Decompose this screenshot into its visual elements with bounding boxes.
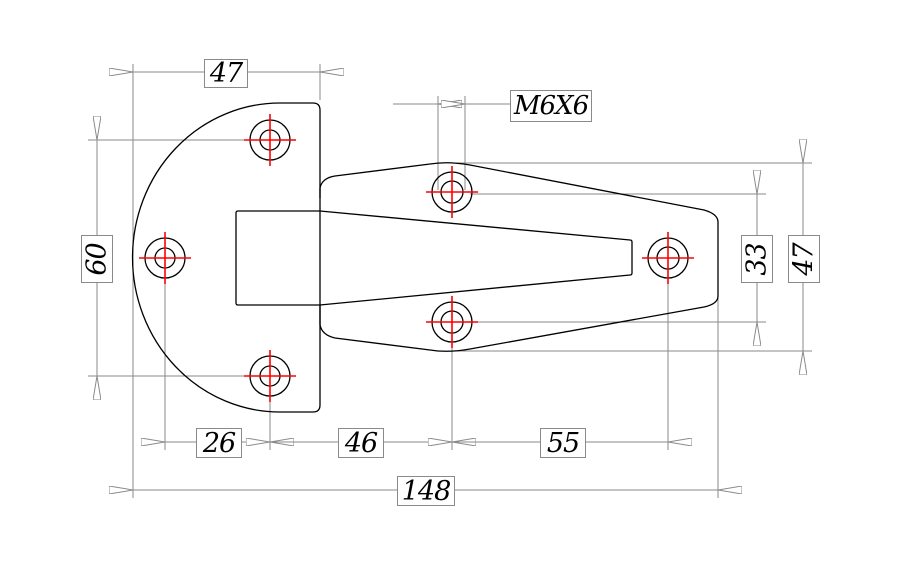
hole [426,296,478,348]
dim-label-bottom-a: 26 [196,428,242,459]
hole [139,232,191,284]
knuckle [235,210,320,306]
dim-text: 47 [788,242,820,276]
right-leaf [319,162,719,352]
dim-text: 33 [741,242,773,276]
dim-label-thread: M6X6 [510,90,592,122]
hole [642,232,694,284]
dim-label-top-width: 47 [204,58,248,89]
hole [244,350,296,402]
hole [426,166,478,218]
dim-text: 60 [81,242,113,276]
hinge-outline [131,102,719,413]
dim-label-overall-width: 148 [397,476,455,507]
dim-label-bottom-c: 55 [540,428,586,459]
left-leaf [131,102,321,413]
hole [244,114,296,166]
holes [139,114,694,402]
dim-label-bottom-b: 46 [338,428,384,459]
knuckle-taper [319,210,633,306]
dim-label-hole-spacing: 33 [741,235,773,283]
dim-label-left-height: 60 [81,235,113,283]
dim-label-right-height: 47 [788,235,820,283]
